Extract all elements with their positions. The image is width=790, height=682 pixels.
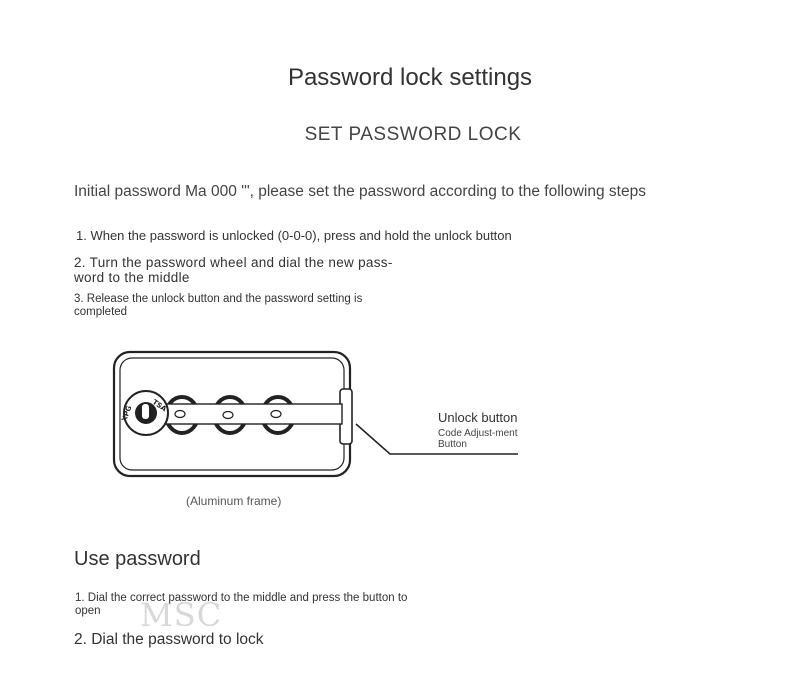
watermark: MSC bbox=[140, 596, 223, 634]
bar-dot-3 bbox=[270, 409, 282, 419]
leader-line bbox=[355, 423, 518, 455]
setup-step-2: 2. Turn the password wheel and dial the … bbox=[74, 255, 393, 285]
tsa-keyhole bbox=[142, 404, 149, 419]
use-step-2: 2. Dial the password to lock bbox=[74, 631, 264, 648]
frame-caption: (Aluminum frame) bbox=[186, 494, 282, 508]
setup-step-1: 1. When the password is unlocked (0-0-0)… bbox=[76, 228, 512, 243]
page-subtitle: SET PASSWORD LOCK bbox=[304, 124, 522, 145]
unlock-button-label: Unlock button bbox=[438, 410, 518, 425]
lock-diagram: TSA XPG bbox=[112, 350, 353, 478]
bar-dot-2 bbox=[222, 410, 234, 420]
setup-step-3: 3. Release the unlock button and the pas… bbox=[74, 293, 363, 318]
intro-text: Initial password Ma 000 '", please set t… bbox=[74, 183, 646, 200]
code-adjustment-label: Code Adjust-ment Button bbox=[438, 428, 518, 450]
use-password-title: Use password bbox=[74, 548, 201, 570]
use-step-1: 1. Dial the correct password to the midd… bbox=[75, 592, 408, 617]
page-title: Password lock settings bbox=[287, 64, 533, 91]
adjustment-bar bbox=[165, 403, 343, 425]
bar-dot-1 bbox=[174, 409, 186, 419]
